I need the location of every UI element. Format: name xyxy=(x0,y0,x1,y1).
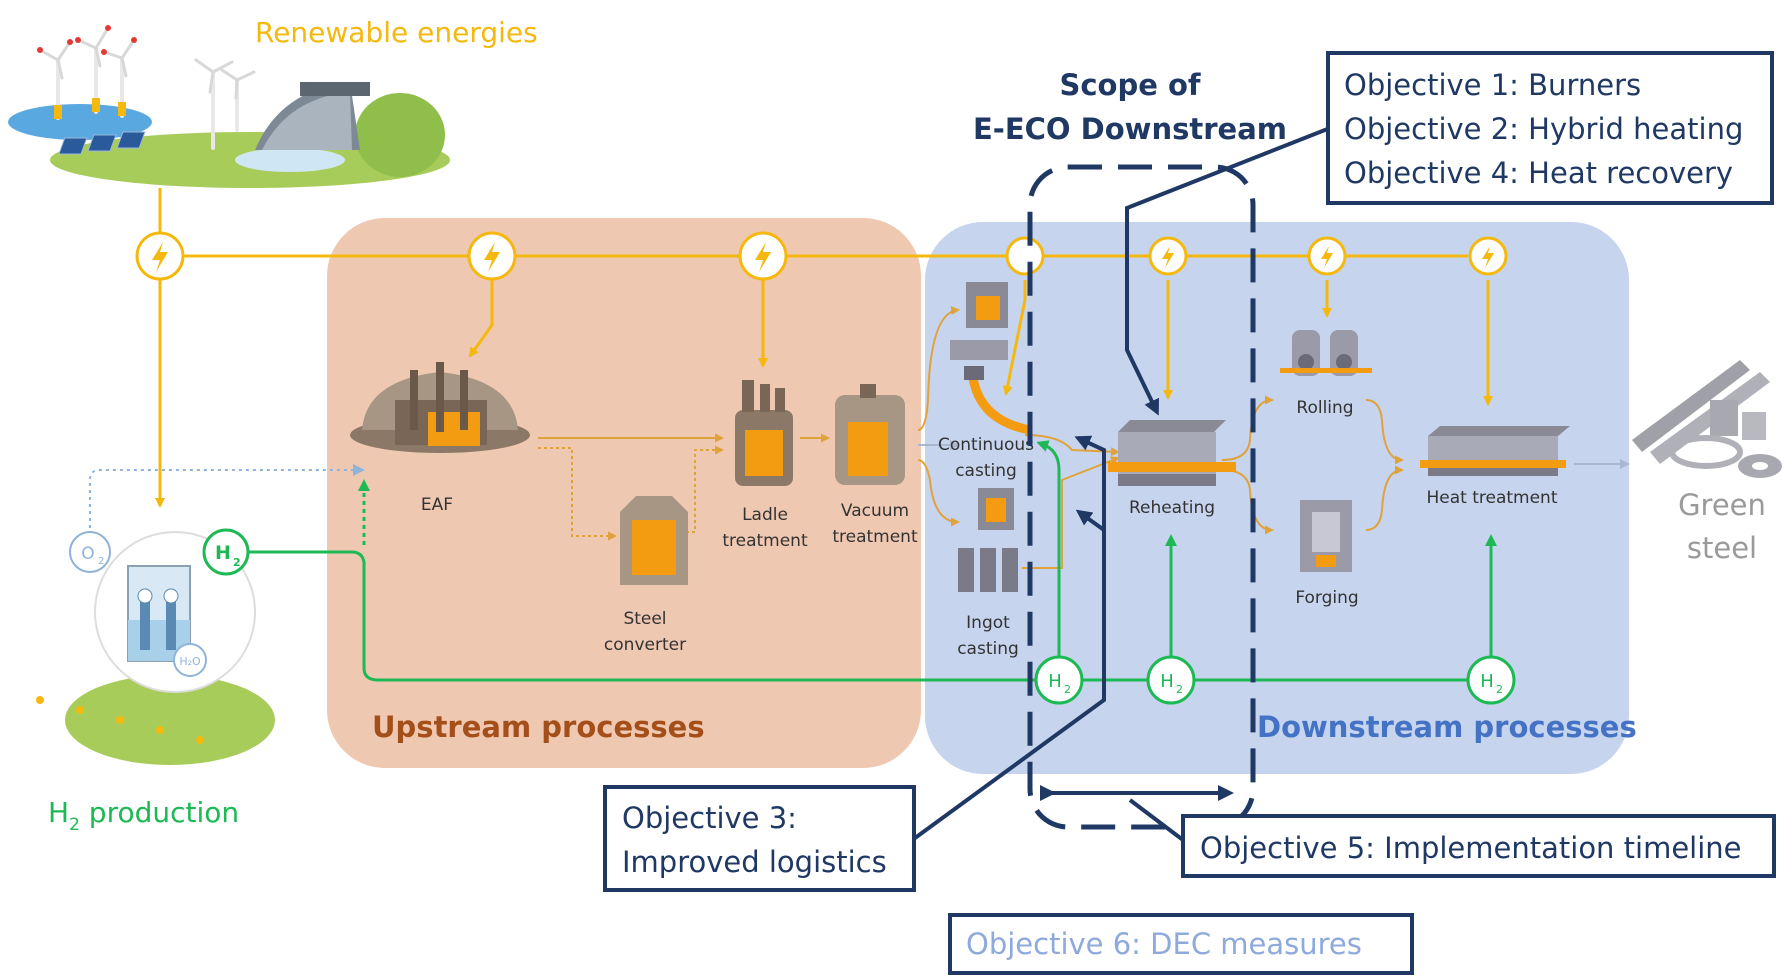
eaf-label: EAF xyxy=(421,495,453,515)
upstream-title: Upstream processes xyxy=(372,710,705,744)
upstream-area xyxy=(327,218,921,768)
svg-text:O: O xyxy=(81,544,94,564)
downstream-area xyxy=(925,222,1629,774)
lightning-bolt-icon xyxy=(1468,236,1508,276)
svg-text:2: 2 xyxy=(1496,683,1503,696)
downstream-title: Downstream processes xyxy=(1257,710,1637,744)
objective-3-text-1: Objective 3: xyxy=(622,801,797,835)
green-steel-label-1: Green xyxy=(1678,488,1766,522)
lightning-bolt-icon xyxy=(1148,236,1188,276)
forging-press-icon xyxy=(1300,500,1352,572)
h2-badge-icon: H 2 xyxy=(1146,655,1196,705)
svg-text:H: H xyxy=(1048,671,1062,692)
renewable-energies-illustration xyxy=(8,25,450,188)
svg-text:2: 2 xyxy=(98,556,104,567)
ingot-casting-label-2: casting xyxy=(957,639,1019,659)
rolling-label: Rolling xyxy=(1296,398,1353,418)
scope-title-2: E-ECO Downstream xyxy=(973,112,1287,146)
vacuum-label-1: Vacuum xyxy=(841,501,909,521)
o2-badge-icon: O 2 xyxy=(69,531,111,573)
objective-6-box xyxy=(948,913,1414,975)
green-steel-products-icon xyxy=(1632,360,1782,478)
svg-text:2: 2 xyxy=(1176,683,1183,696)
objective-4-text: Objective 4: Heat recovery xyxy=(1344,156,1733,190)
scope-title-1: Scope of xyxy=(1059,68,1200,102)
h2-production-illustration xyxy=(36,531,275,765)
h2o-badge-icon: H₂O xyxy=(173,643,207,677)
lightning-bolt-icon xyxy=(135,231,185,281)
steel-converter-label-1: Steel xyxy=(623,609,666,629)
lightning-bolt-icon xyxy=(1005,236,1045,276)
continuous-casting-label-1: Continuous xyxy=(938,435,1034,455)
vacuum-icon xyxy=(835,384,905,485)
ladle-icon xyxy=(735,380,793,486)
oxygen-line xyxy=(89,464,365,528)
svg-text:H₂O: H₂O xyxy=(179,655,201,668)
reheating-label: Reheating xyxy=(1129,498,1215,518)
ingot-casting-label-1: Ingot xyxy=(966,613,1010,633)
reheating-furnace-icon xyxy=(1108,420,1236,486)
vacuum-label-2: treatment xyxy=(832,527,918,547)
continuous-casting-label-2: casting xyxy=(955,461,1017,481)
ladle-label-2: treatment xyxy=(722,531,808,551)
continuous-casting-icon xyxy=(950,282,1031,435)
h2-badge-icon: H 2 xyxy=(202,528,250,576)
forging-label: Forging xyxy=(1295,588,1358,608)
objective-3-box xyxy=(603,785,916,892)
steel-converter-icon xyxy=(620,496,688,585)
objective-1-text: Objective 1: Burners xyxy=(1344,68,1641,102)
h2-badge-icon: H 2 xyxy=(1034,655,1084,705)
ingot-casting-icon xyxy=(958,488,1018,592)
h2-production-label: H2 production xyxy=(48,796,239,835)
svg-text:2: 2 xyxy=(233,556,241,569)
svg-text:H: H xyxy=(1160,671,1174,692)
lightning-bolt-icon xyxy=(467,231,517,281)
rolling-mill-icon xyxy=(1280,330,1372,376)
green-steel-label-2: steel xyxy=(1687,531,1757,565)
svg-text:H: H xyxy=(1480,671,1494,692)
steel-converter-label-2: converter xyxy=(604,635,686,655)
heat-treatment-label: Heat treatment xyxy=(1426,488,1557,508)
eaf-icon xyxy=(350,362,530,453)
lightning-bolt-icon xyxy=(738,231,788,281)
scope-boundary xyxy=(1027,164,1256,830)
h2-badge-icon: H 2 xyxy=(1466,655,1516,705)
ladle-label-1: Ladle xyxy=(742,505,788,525)
objectives-1-2-4-box xyxy=(1326,51,1774,205)
objective-2-text: Objective 2: Hybrid heating xyxy=(1344,112,1743,146)
lightning-bolt-icon xyxy=(1307,236,1347,276)
objective-5-text: Objective 5: Implementation timeline xyxy=(1200,831,1742,865)
objective-3-text-2: Improved logistics xyxy=(622,845,887,879)
svg-text:H: H xyxy=(215,542,231,564)
heat-treatment-furnace-icon xyxy=(1420,426,1570,476)
lightning-nodes xyxy=(135,231,1508,281)
renewable-energies-label: Renewable energies xyxy=(255,16,538,49)
objective-5-box xyxy=(1181,814,1776,878)
hydrogen-network xyxy=(248,440,1497,682)
svg-text:2: 2 xyxy=(1064,683,1071,696)
objective-connectors xyxy=(913,126,1331,842)
objective-6-text: Objective 6: DEC measures xyxy=(966,927,1362,961)
